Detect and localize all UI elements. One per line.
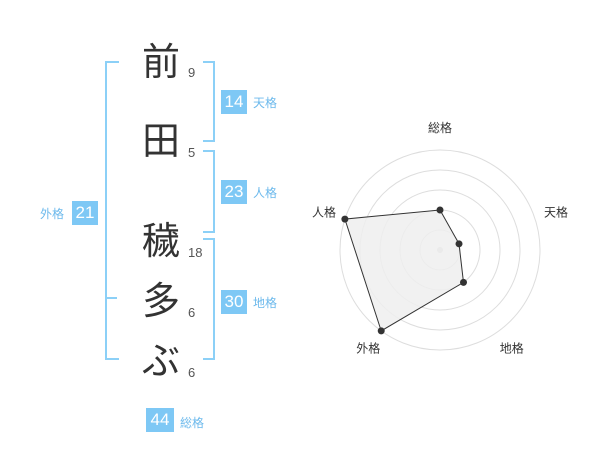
radar-axis-label-5: 人格 — [312, 204, 336, 219]
jinkaku-bracket — [203, 150, 215, 233]
radar-axis-label-3: 地格 — [500, 341, 524, 356]
jinkaku-value: 23 — [221, 180, 247, 204]
radar-ring-5 — [339, 149, 541, 351]
stroke-count-1: 9 — [188, 65, 196, 80]
radar-axis-label-4: 外格 — [356, 341, 380, 356]
stroke-count-5: 6 — [188, 365, 196, 380]
tenkaku-label: 天格 — [253, 96, 278, 110]
radar-axis-label-1: 総格 — [428, 120, 452, 135]
stroke-count-2: 5 — [188, 145, 196, 160]
stroke-count-3: 18 — [188, 245, 203, 260]
name-char-3: 穢 — [141, 219, 180, 263]
radar-point-5 — [341, 215, 349, 223]
radar-point-1 — [436, 206, 444, 214]
soukaku-value: 44 — [146, 408, 174, 432]
chikaku-bracket — [203, 238, 215, 360]
tenkaku-bracket — [203, 61, 215, 142]
soukaku-label: 総格 — [180, 416, 205, 430]
name-char-5: ぶ — [141, 339, 180, 383]
gaikaku-value: 21 — [72, 201, 98, 225]
gaikaku-bracket-tick — [105, 297, 117, 299]
radar-point-3 — [460, 278, 468, 286]
name-char-4: 多 — [141, 279, 180, 323]
name-char-2: 田 — [141, 119, 180, 163]
gaikaku-bracket — [105, 61, 119, 360]
radar-point-2 — [455, 240, 463, 248]
jinkaku-label: 人格 — [253, 186, 278, 200]
gaikaku-label: 外格 — [40, 207, 65, 221]
radar-area — [344, 209, 465, 332]
radar-point-4 — [377, 327, 385, 335]
tenkaku-value: 14 — [221, 90, 247, 114]
chikaku-label: 地格 — [253, 296, 278, 310]
stroke-count-4: 6 — [188, 305, 196, 320]
radar-axis-label-2: 天格 — [544, 204, 568, 219]
name-char-1: 前 — [141, 40, 180, 84]
chikaku-value: 30 — [221, 290, 247, 314]
